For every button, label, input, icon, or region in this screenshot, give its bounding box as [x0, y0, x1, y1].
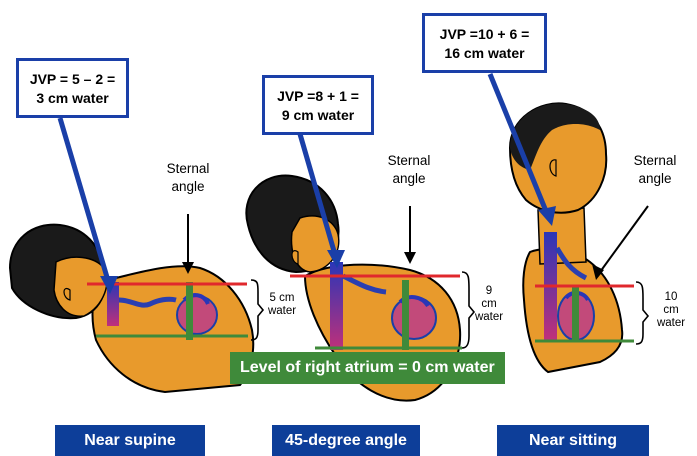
caption-45-degree: 45-degree angle [272, 425, 420, 456]
jvp-callout-sitting: JVP =10 + 6 = 16 cm water [422, 13, 547, 73]
measure-supine: 5 cm water [262, 292, 302, 318]
jvp-callout-sitting-line2: 16 cm water [425, 44, 544, 63]
measure-sitting-line1: 10 [650, 291, 692, 304]
measure-supine-line1: 5 cm [262, 292, 302, 305]
measure-sitting-line3: water [650, 317, 692, 330]
sternal-angle-45-line2: angle [392, 171, 425, 186]
jvp-callout-45-line2: 9 cm water [265, 106, 371, 125]
measure-sitting: 10 cm water [650, 291, 692, 330]
deg45-heart [392, 297, 436, 339]
sternal-angle-sitting-line2: angle [638, 171, 671, 186]
right-atrium-banner: Level of right atrium = 0 cm water [230, 352, 505, 384]
deg45-sternum [402, 280, 409, 350]
sitting-brace [636, 282, 648, 344]
measure-supine-line2: water [262, 305, 302, 318]
jvp-callout-supine-line1: JVP = 5 – 2 = [19, 70, 126, 89]
sternal-angle-supine-line2: angle [171, 179, 204, 194]
supine-sternum [186, 282, 193, 340]
measure-45-line2: cm [470, 298, 508, 311]
caption-near-sitting: Near sitting [497, 425, 649, 456]
sternal-angle-label-supine: Sternal angle [153, 160, 223, 196]
jvp-callout-supine: JVP = 5 – 2 = 3 cm water [16, 58, 129, 118]
measure-45-line3: water [470, 311, 508, 324]
figure-supine [10, 118, 263, 392]
jvp-callout-45-line1: JVP =8 + 1 = [265, 87, 371, 106]
caption-near-supine: Near supine [55, 425, 205, 456]
measure-45: 9 cm water [470, 285, 508, 324]
sternal-angle-supine-line1: Sternal [167, 161, 210, 176]
sternal-angle-sitting-line1: Sternal [634, 153, 677, 168]
jvp-callout-45-degree: JVP =8 + 1 = 9 cm water [262, 75, 374, 135]
measure-sitting-line2: cm [650, 304, 692, 317]
sternal-angle-45-line1: Sternal [388, 153, 431, 168]
jvp-callout-supine-line2: 3 cm water [19, 89, 126, 108]
sitting-sternum [572, 286, 579, 342]
measure-45-line1: 9 [470, 285, 508, 298]
jvp-callout-sitting-line1: JVP =10 + 6 = [425, 25, 544, 44]
supine-heart [177, 296, 217, 334]
sternal-angle-label-sitting: Sternal angle [620, 152, 690, 188]
figure-sitting [490, 74, 648, 372]
sternal-angle-label-45: Sternal angle [374, 152, 444, 188]
sitting-sternal-arrow [600, 206, 648, 272]
